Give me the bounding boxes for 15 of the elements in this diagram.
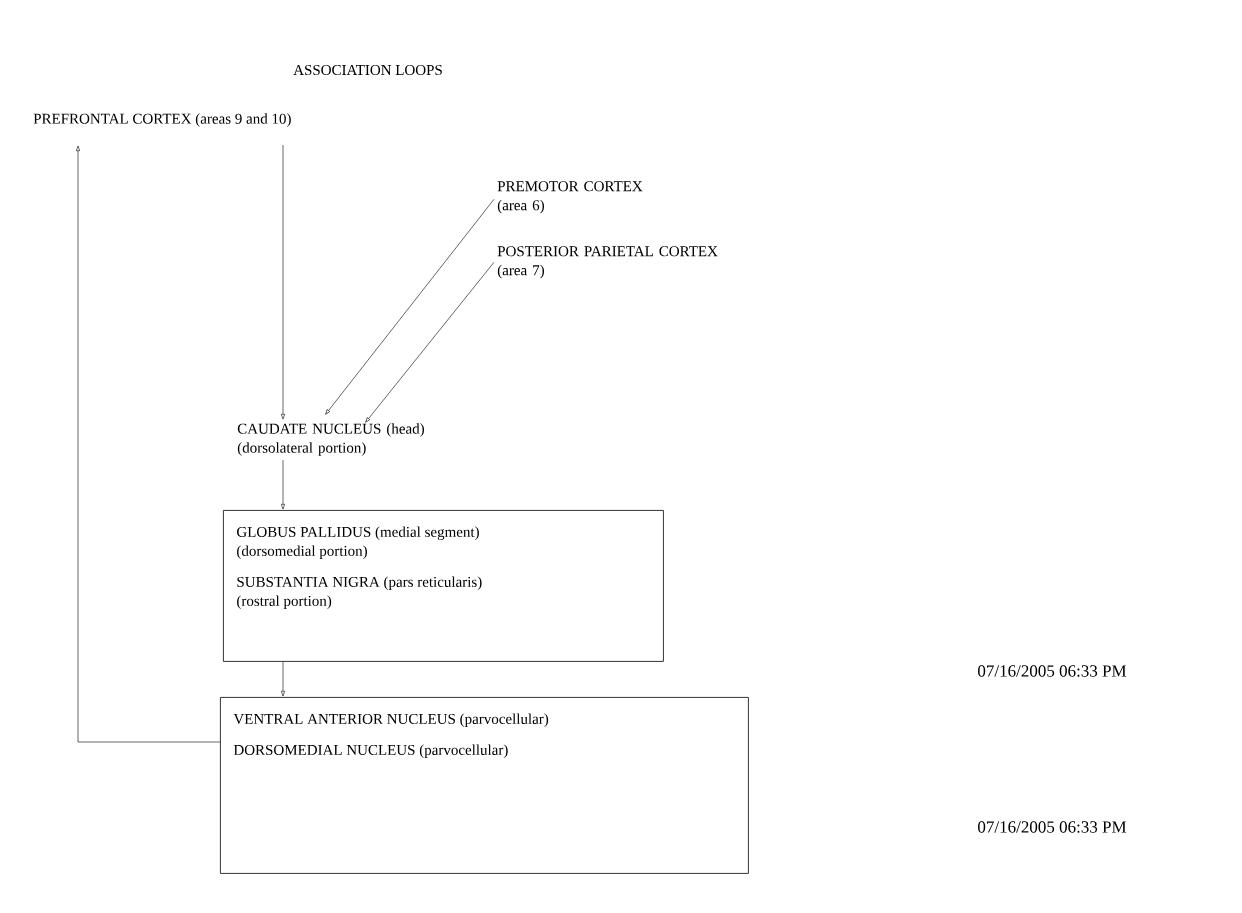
arrow xyxy=(281,459,285,510)
region-label: CAUDATE NUCLEUS (head) (dorsolateral portion) xyxy=(237,423,424,456)
nucleus-box: VENTRAL ANTERIOR NUCLEUS (parvocellular) DORSOMEDIAL NUCLEUS (parvocellular) xyxy=(220,697,749,874)
arrow xyxy=(76,145,221,743)
region-label: POSTERIOR PARIETAL CORTEX (area 7) xyxy=(497,246,718,279)
arrow xyxy=(325,198,495,415)
nucleus-box: GLOBUS PALLIDUS (medial segment) (dorsomedial portion) SUBSTANTIA NIGRA (pars reticularis) (rostral portion) xyxy=(223,510,664,662)
arrow xyxy=(365,261,495,423)
title: ASSOCIATION LOOPS xyxy=(293,64,442,76)
arrow xyxy=(281,661,285,697)
region-label: PREMOTOR CORTEX (area 6) xyxy=(497,181,643,214)
region-label: PREFRONTAL CORTEX (areas 9 and 10) xyxy=(33,113,291,127)
timestamp: 07/16/2005 06:33 PM xyxy=(978,665,1127,677)
timestamp: 07/16/2005 06:33 PM xyxy=(978,821,1127,833)
arrow xyxy=(281,144,285,420)
